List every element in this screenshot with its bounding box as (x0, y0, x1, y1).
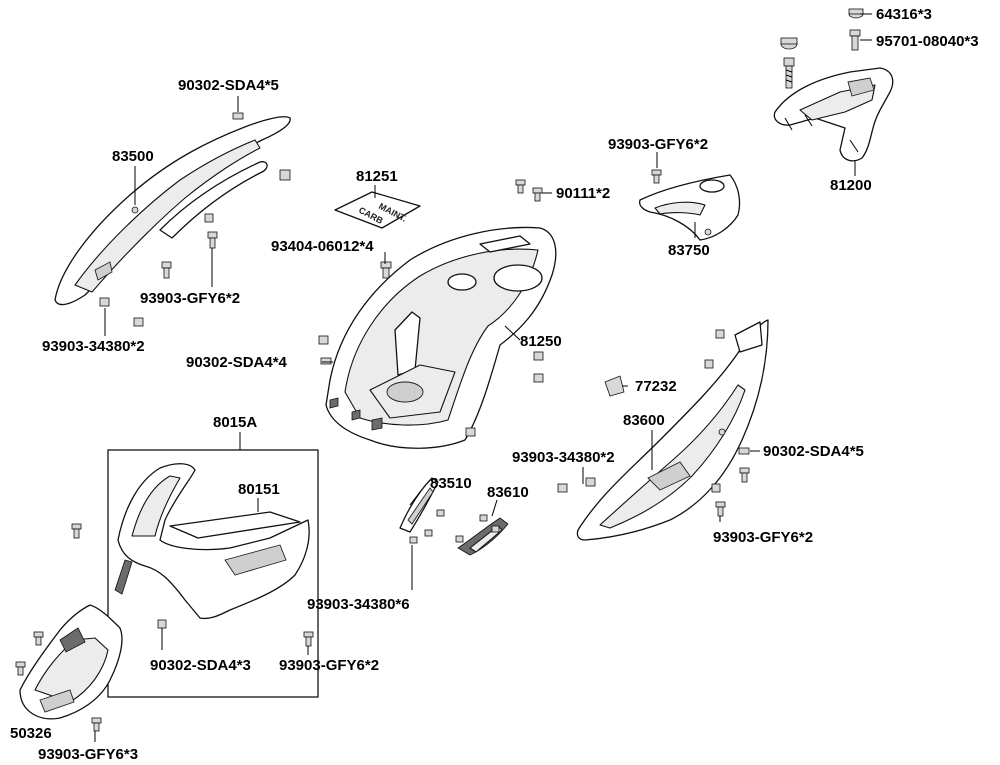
panel-83610-part (457, 517, 509, 556)
clip-93903-34380-mid-b (585, 477, 596, 487)
side-cover-83500-part (54, 116, 291, 306)
screw-93903-gfy6-right-b (715, 501, 726, 517)
clip-83500-a (279, 169, 291, 181)
label-77232: 77232 (635, 378, 677, 395)
label-93404-06012: 93404-06012*4 (271, 238, 374, 255)
bolt-95701-legend (849, 29, 861, 51)
label-83610: 83610 (487, 484, 529, 501)
front-cover-80151-part (114, 463, 310, 629)
screw-93903-gfy6-bottom (303, 631, 314, 647)
label-93903-gfy6-2-bottom: 93903-GFY6*2 (279, 657, 379, 674)
label-90111: 90111*2 (556, 185, 610, 202)
clip-81250-a (533, 351, 544, 361)
clip-81250-c (465, 427, 476, 437)
side-cover-83600-part (576, 319, 769, 541)
label-90302-sda4-5-right: 90302-SDA4*5 (763, 443, 864, 460)
label-83600: 83600 (623, 412, 665, 429)
rear-cover-83750-part (638, 174, 741, 241)
nut-90302-sda4-4-a (318, 335, 329, 345)
label-81251: 81251 (356, 168, 398, 185)
screw-93903-gfy6-top (651, 169, 662, 184)
label-93903-34380-6: 93903-34380*6 (307, 596, 410, 613)
bolt-95701 (783, 57, 795, 89)
label-93903-gfy6-2-top: 93903-GFY6*2 (608, 136, 708, 153)
cap-64316-legend (848, 8, 864, 19)
screw-left-80151 (71, 523, 82, 539)
leader-lines (94, 13, 872, 742)
label-90302-sda4-3: 90302-SDA4*3 (150, 657, 251, 674)
label-8015A: 8015A (213, 414, 257, 431)
screws-93903-34380-6 (409, 509, 500, 544)
label-64316: 64316*3 (876, 6, 932, 23)
label-93903-gfy6-2-left: 93903-GFY6*2 (140, 290, 240, 307)
label-81250: 81250 (520, 333, 562, 350)
relay-77232 (604, 375, 625, 397)
screw-93903-gfy6-left-a (207, 231, 218, 249)
label-90302-sda4-4: 90302-SDA4*4 (186, 354, 288, 371)
label-81200: 81200 (830, 177, 872, 194)
label-83510: 83510 (430, 475, 472, 492)
label-83500: 83500 (112, 148, 154, 165)
clip-83600-b (704, 359, 714, 369)
cap-64316 (780, 37, 798, 50)
label-93903-gfy6-2-right: 93903-GFY6*2 (713, 529, 813, 546)
label-93903-gfy6-3: 93903-GFY6*3 (38, 746, 138, 763)
clip-93903-34380-b (133, 317, 144, 327)
screw-90111-a (515, 179, 526, 194)
nut-90302-top (232, 112, 244, 120)
screw-50326-b (15, 661, 26, 676)
bolt-93404 (380, 261, 392, 279)
clip-83500-b (204, 213, 214, 223)
clip-83600-a (715, 329, 725, 339)
label-93903-34380-2-mid: 93903-34380*2 (512, 449, 615, 466)
label-95701-08040: 95701-08040*3 (876, 33, 979, 50)
clip-93903-34380-mid-a (557, 483, 568, 493)
screw-50326-a (33, 631, 44, 646)
callout-labels: 64316*3 95701-08040*3 90302-SDA4*5 83500… (10, 6, 979, 763)
screw-50326-c (91, 717, 102, 732)
screw-90111-b (532, 187, 543, 202)
label-90302-sda4-5-top: 90302-SDA4*5 (178, 77, 279, 94)
maintenance-cover-81251-part: CARB MAINT. (334, 191, 421, 229)
front-lower-cover-50326-part (19, 604, 123, 720)
nut-90302-sda4-5-right (738, 447, 750, 455)
nut-90302-sda4-4-b (320, 357, 332, 365)
label-83750: 83750 (668, 242, 710, 259)
clip-93903-34380-a (99, 297, 110, 307)
luggage-box-81250-part (325, 226, 557, 449)
panel-83510-part (399, 477, 439, 533)
label-93903-34380-2-left: 93903-34380*2 (42, 338, 145, 355)
clip-81250-b (533, 373, 544, 383)
assembly-8015A-box (107, 449, 319, 698)
screw-93903-gfy6-left-b (161, 261, 172, 279)
screw-93903-gfy6-right-a (739, 467, 750, 483)
label-50326: 50326 (10, 725, 52, 742)
rear-carrier-part (773, 67, 894, 162)
label-80151: 80151 (238, 481, 280, 498)
clip-83600-c (711, 483, 721, 493)
